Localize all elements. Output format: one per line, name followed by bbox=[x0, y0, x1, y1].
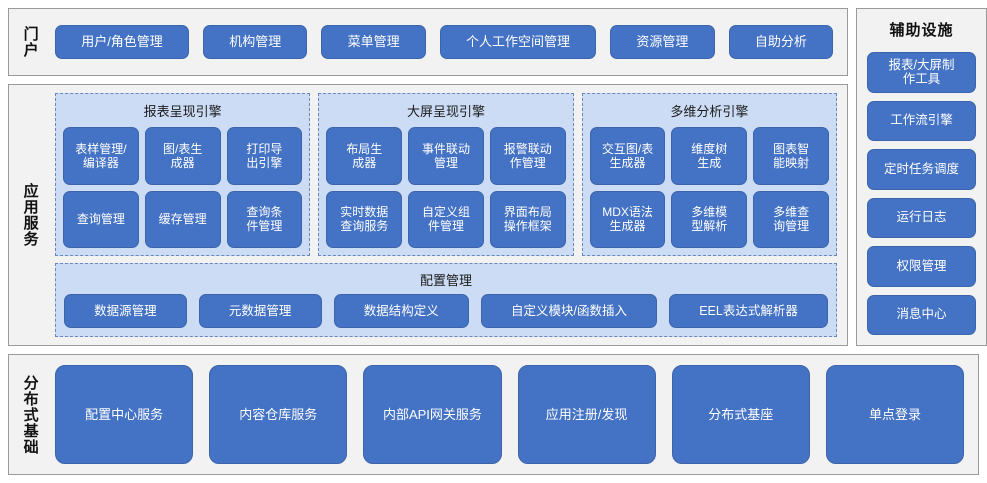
aux-item-message-center[interactable]: 消息中心 bbox=[867, 294, 976, 335]
app-services-body: 报表呈现引擎 表样管理/ 编译器 图/表生 成器 打印导 出引擎 查询管理 缓存… bbox=[51, 85, 847, 345]
engine-report-item-cache-mgmt[interactable]: 缓存管理 bbox=[144, 190, 221, 248]
engine-report-item-chart-generator[interactable]: 图/表生 成器 bbox=[144, 127, 221, 185]
dist-item-config-center[interactable]: 配置中心服务 bbox=[55, 365, 194, 464]
engine-bigscreen-item-event-linkage[interactable]: 事件联动 管理 bbox=[408, 127, 484, 185]
engine-report-item-query-mgmt[interactable]: 查询管理 bbox=[63, 190, 139, 248]
engine-report-item-query-condition[interactable]: 查询条 件管理 bbox=[226, 190, 303, 248]
aux-item-runtime-log[interactable]: 运行日志 bbox=[867, 197, 976, 238]
engine-bigscreen-item-ui-layout-framework[interactable]: 界面布局 操作框架 bbox=[489, 190, 566, 248]
portal-item-org[interactable]: 机构管理 bbox=[203, 25, 308, 59]
engine-report-grid: 表样管理/ 编译器 图/表生 成器 打印导 出引擎 查询管理 缓存管理 查询条 … bbox=[63, 127, 303, 248]
portal-item-workspace[interactable]: 个人工作空间管理 bbox=[439, 25, 597, 59]
config-management-items: 数据源管理 元数据管理 数据结构定义 自定义模块/函数插入 EEL表达式解析器 bbox=[64, 294, 828, 328]
aux-item-workflow-engine[interactable]: 工作流引擎 bbox=[867, 100, 976, 141]
portal-item-resource[interactable]: 资源管理 bbox=[610, 25, 715, 59]
engine-report-item-print-export[interactable]: 打印导 出引擎 bbox=[226, 127, 303, 185]
portal-panel: 门户 用户/角色管理 机构管理 菜单管理 个人工作空间管理 资源管理 自助分析 bbox=[8, 8, 848, 76]
engine-bigscreen-item-custom-component[interactable]: 自定义组 件管理 bbox=[408, 190, 484, 248]
app-services-panel: 应用服务 报表呈现引擎 表样管理/ 编译器 图/表生 成器 打印导 出引擎 查询… bbox=[8, 84, 848, 346]
engine-report-item-template-editor[interactable]: 表样管理/ 编译器 bbox=[63, 127, 139, 185]
engine-bigscreen-grid: 布局生 成器 事件联动 管理 报警联动 作管理 实时数据 查询服务 自定义组 件… bbox=[326, 127, 566, 248]
dist-item-app-registry[interactable]: 应用注册/发现 bbox=[517, 365, 656, 464]
portal-label: 门户 bbox=[21, 26, 39, 58]
top-region: 门户 用户/角色管理 机构管理 菜单管理 个人工作空间管理 资源管理 自助分析 … bbox=[8, 8, 987, 346]
engine-olap-grid: 交互图/表 生成器 维度树 生成 图表智 能映射 MDX语法 生成器 多维模 型… bbox=[589, 127, 829, 248]
engine-olap: 多维分析引擎 交互图/表 生成器 维度树 生成 图表智 能映射 MDX语法 生成… bbox=[581, 93, 837, 256]
engine-bigscreen-item-realtime-query[interactable]: 实时数据 查询服务 bbox=[326, 190, 403, 248]
config-item-datasource[interactable]: 数据源管理 bbox=[64, 294, 187, 328]
engine-bigscreen-item-layout-generator[interactable]: 布局生 成器 bbox=[326, 127, 403, 185]
engine-olap-item-query-mgmt[interactable]: 多维查 询管理 bbox=[753, 190, 829, 248]
engine-bigscreen-item-alarm-action[interactable]: 报警联动 作管理 bbox=[489, 127, 566, 185]
config-item-eel-parser[interactable]: EEL表达式解析器 bbox=[669, 294, 828, 328]
engine-olap-item-dimension-tree[interactable]: 维度树 生成 bbox=[671, 127, 748, 185]
engine-olap-title: 多维分析引擎 bbox=[670, 104, 749, 119]
portal-item-self-service[interactable]: 自助分析 bbox=[728, 25, 834, 59]
portal-item-user-role[interactable]: 用户/角色管理 bbox=[55, 25, 190, 59]
app-services-label: 应用服务 bbox=[21, 183, 39, 247]
dist-item-sso[interactable]: 单点登录 bbox=[825, 365, 965, 464]
dist-item-api-gateway[interactable]: 内部API网关服务 bbox=[363, 365, 502, 464]
dist-item-distributed-base[interactable]: 分布式基座 bbox=[671, 365, 810, 464]
config-management-title: 配置管理 bbox=[419, 273, 472, 288]
aux-item-permission-mgmt[interactable]: 权限管理 bbox=[867, 246, 976, 287]
engine-olap-item-model-parse[interactable]: 多维模 型解析 bbox=[671, 190, 748, 248]
engine-bigscreen: 大屏呈现引擎 布局生 成器 事件联动 管理 报警联动 作管理 实时数据 查询服务… bbox=[318, 93, 574, 256]
aux-facilities-title: 辅助设施 bbox=[889, 22, 954, 39]
dist-item-content-repo[interactable]: 内容仓库服务 bbox=[209, 365, 348, 464]
engine-report-title: 报表呈现引擎 bbox=[143, 104, 222, 119]
engine-report: 报表呈现引擎 表样管理/ 编译器 图/表生 成器 打印导 出引擎 查询管理 缓存… bbox=[55, 93, 311, 256]
distributed-foundation-panel: 分布式基础 配置中心服务 内容仓库服务 内部API网关服务 应用注册/发现 分布… bbox=[8, 354, 979, 475]
left-column: 门户 用户/角色管理 机构管理 菜单管理 个人工作空间管理 资源管理 自助分析 … bbox=[8, 8, 848, 346]
aux-item-report-bigscreen-tool[interactable]: 报表/大屏制 作工具 bbox=[867, 52, 976, 93]
config-item-custom-module[interactable]: 自定义模块/函数插入 bbox=[480, 294, 658, 328]
engine-row: 报表呈现引擎 表样管理/ 编译器 图/表生 成器 打印导 出引擎 查询管理 缓存… bbox=[55, 93, 837, 256]
distributed-foundation-label: 分布式基础 bbox=[21, 374, 39, 455]
config-item-data-structure[interactable]: 数据结构定义 bbox=[333, 294, 469, 328]
aux-item-scheduler[interactable]: 定时任务调度 bbox=[867, 149, 976, 190]
config-management-group: 配置管理 数据源管理 元数据管理 数据结构定义 自定义模块/函数插入 EEL表达… bbox=[55, 263, 837, 337]
distributed-foundation-items: 配置中心服务 内容仓库服务 内部API网关服务 应用注册/发现 分布式基座 单点… bbox=[51, 355, 978, 474]
engine-olap-item-mdx-generator[interactable]: MDX语法 生成器 bbox=[589, 190, 666, 248]
engine-olap-item-interactive-chart[interactable]: 交互图/表 生成器 bbox=[589, 127, 666, 185]
engine-olap-item-chart-mapping[interactable]: 图表智 能映射 bbox=[753, 127, 829, 185]
aux-facilities-panel: 辅助设施 报表/大屏制 作工具 工作流引擎 定时任务调度 运行日志 权限管理 消… bbox=[856, 8, 987, 346]
portal-items: 用户/角色管理 机构管理 菜单管理 个人工作空间管理 资源管理 自助分析 bbox=[51, 9, 847, 75]
portal-item-menu[interactable]: 菜单管理 bbox=[321, 25, 426, 59]
engine-bigscreen-title: 大屏呈现引擎 bbox=[406, 104, 485, 119]
config-item-metadata[interactable]: 元数据管理 bbox=[198, 294, 322, 328]
